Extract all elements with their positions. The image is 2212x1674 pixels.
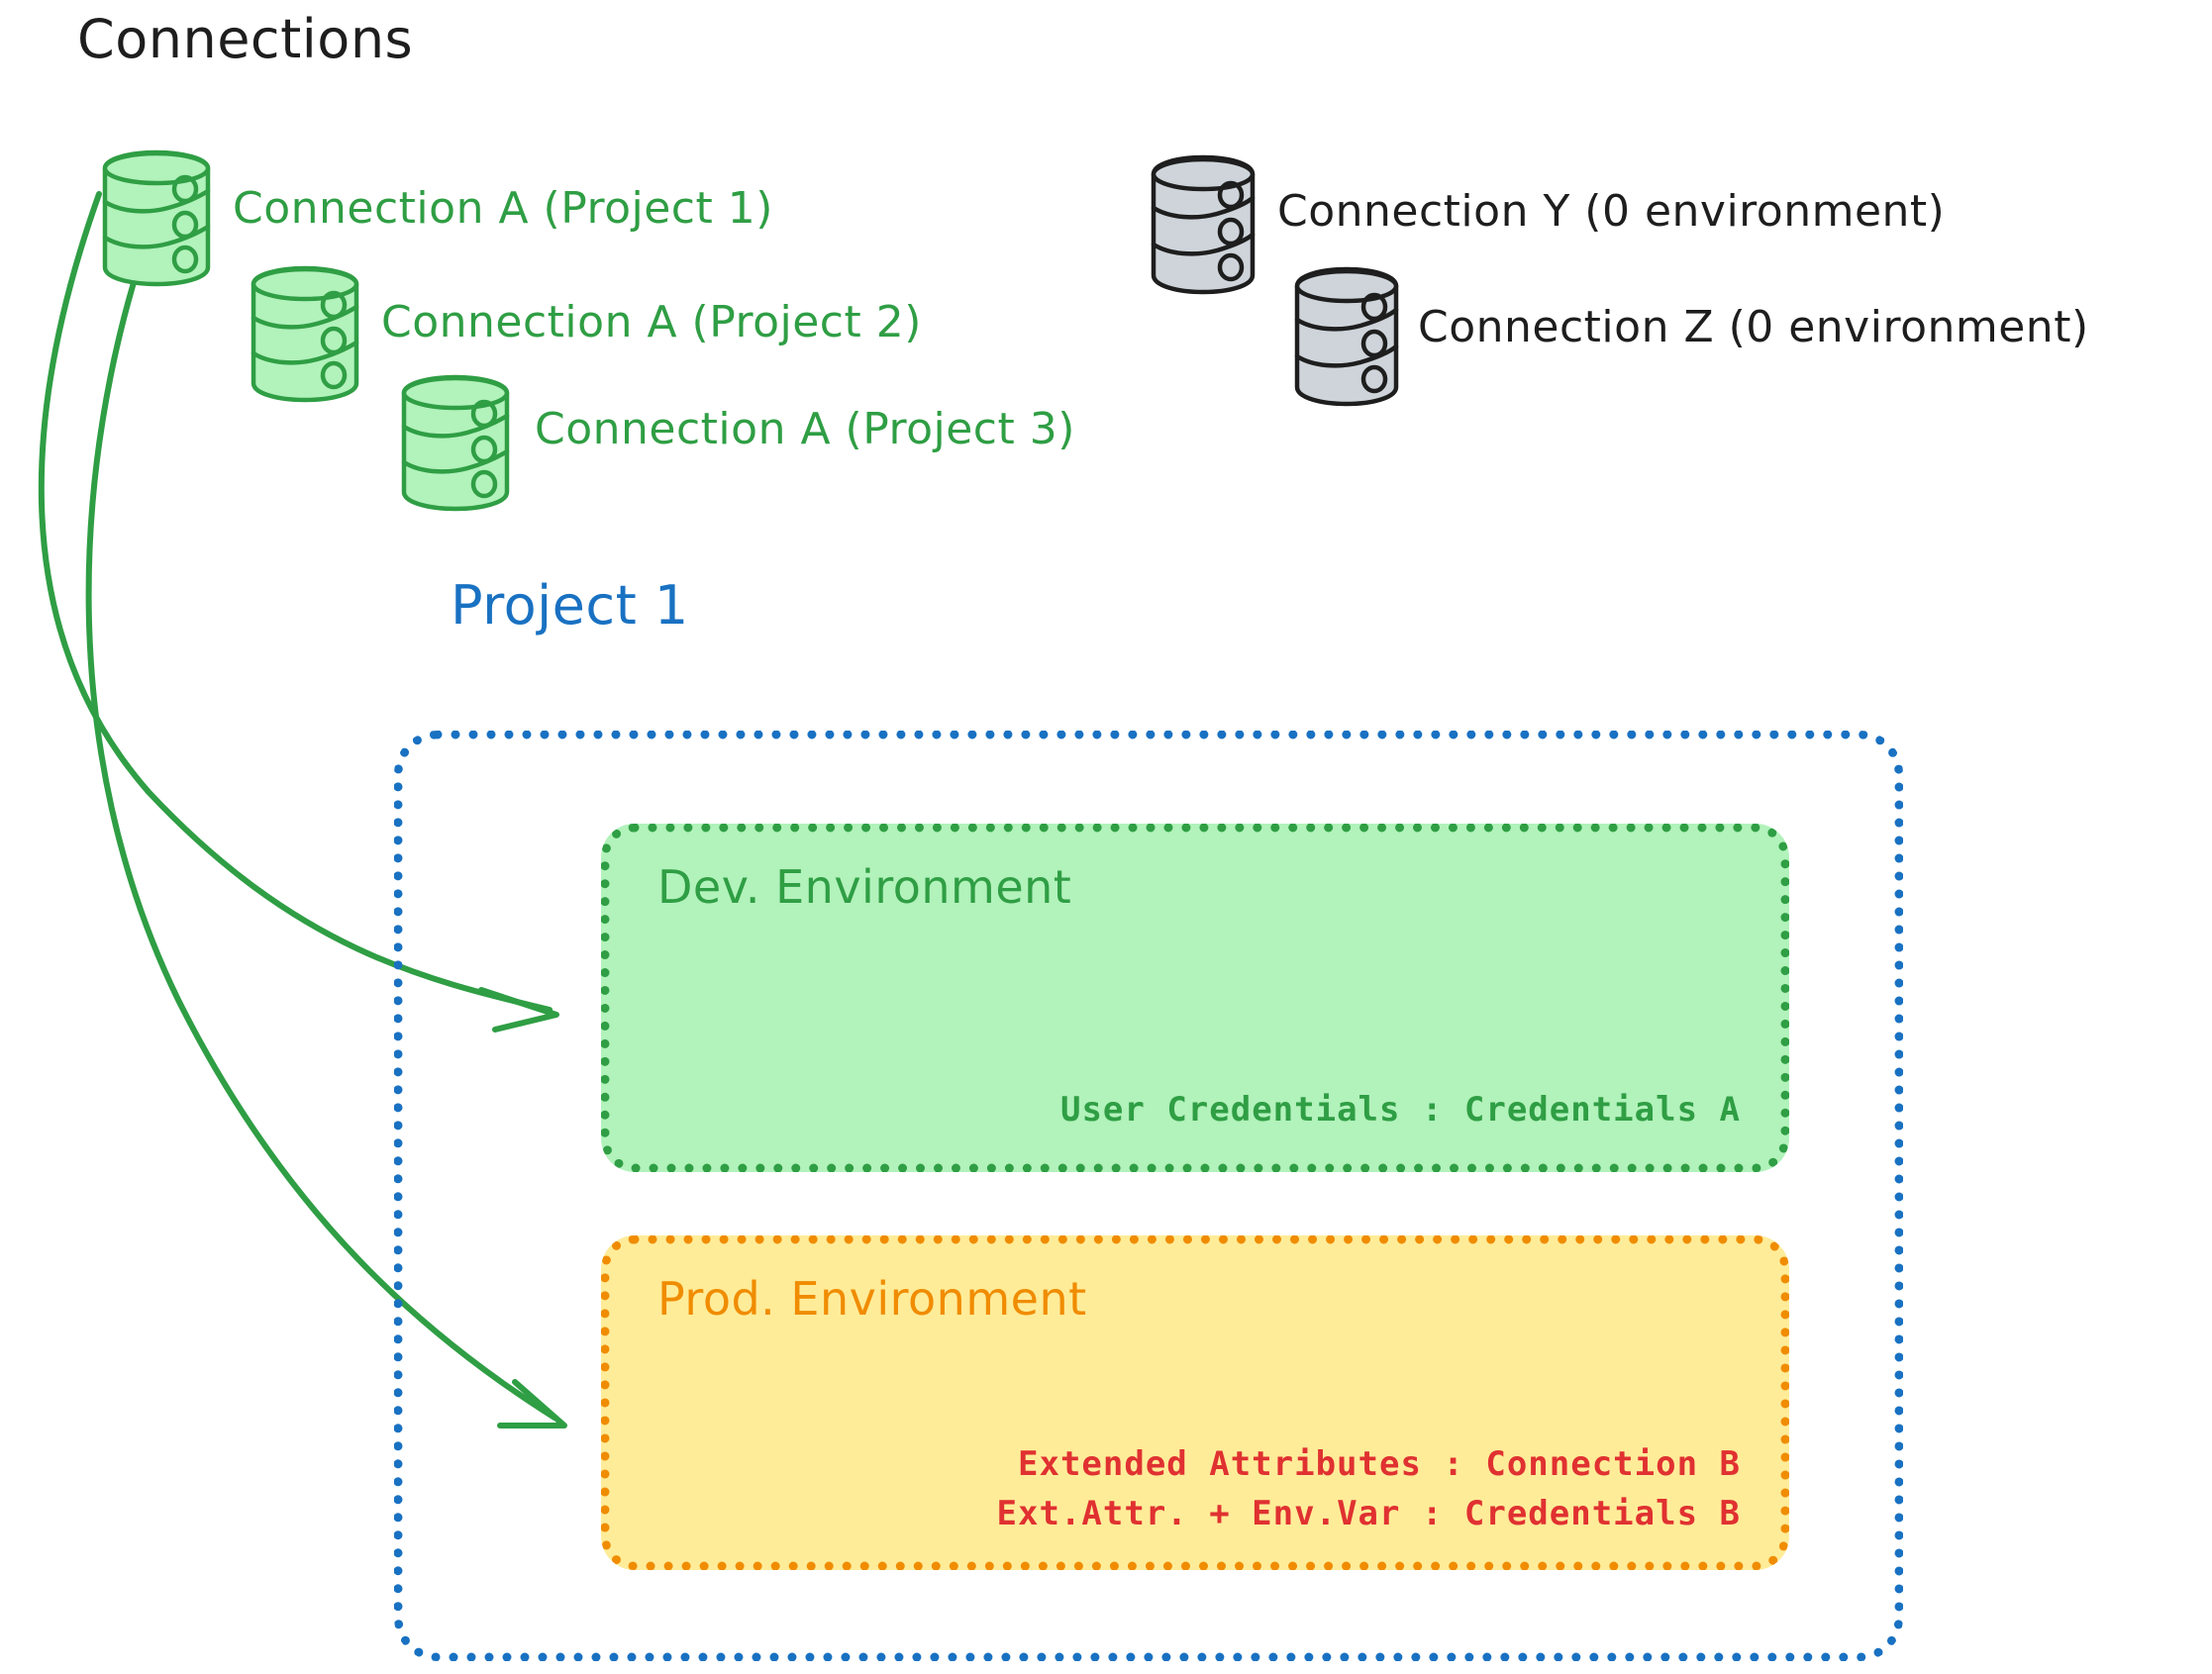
prod-environment-box: Prod. Environment Extended Attributes : … xyxy=(601,1235,1789,1570)
prod-environment-row-1: Extended Attributes : Connection B xyxy=(1018,1444,1741,1484)
database-cylinder-icon xyxy=(97,147,216,294)
connection-label-green-2: Connection A (Project 2) xyxy=(381,297,922,347)
connection-label-green-1: Connection A (Project 1) xyxy=(233,183,773,234)
connection-label-green-3: Connection A (Project 3) xyxy=(535,404,1075,454)
dev-environment-row-1: User Credentials : Credentials A xyxy=(1059,1090,1741,1130)
database-cylinder-icon xyxy=(1144,150,1262,303)
dev-environment-box: Dev. Environment User Credentials : Cred… xyxy=(601,824,1789,1172)
project-1-container xyxy=(394,731,1903,1661)
connection-label-gray-2: Connection Z (0 environment) xyxy=(1418,302,2089,352)
page-title: Connections xyxy=(77,8,414,70)
database-cylinder-icon xyxy=(396,371,515,519)
database-cylinder-icon xyxy=(246,262,364,410)
prod-environment-row-2: Ext.Attr. + Env.Var : Credentials B xyxy=(996,1494,1741,1533)
connection-label-gray-1: Connection Y (0 environment) xyxy=(1277,186,1946,237)
dev-environment-title: Dev. Environment xyxy=(657,860,1072,914)
database-cylinder-icon xyxy=(1287,262,1406,415)
prod-environment-title: Prod. Environment xyxy=(657,1272,1087,1326)
project-title: Project 1 xyxy=(451,574,689,637)
